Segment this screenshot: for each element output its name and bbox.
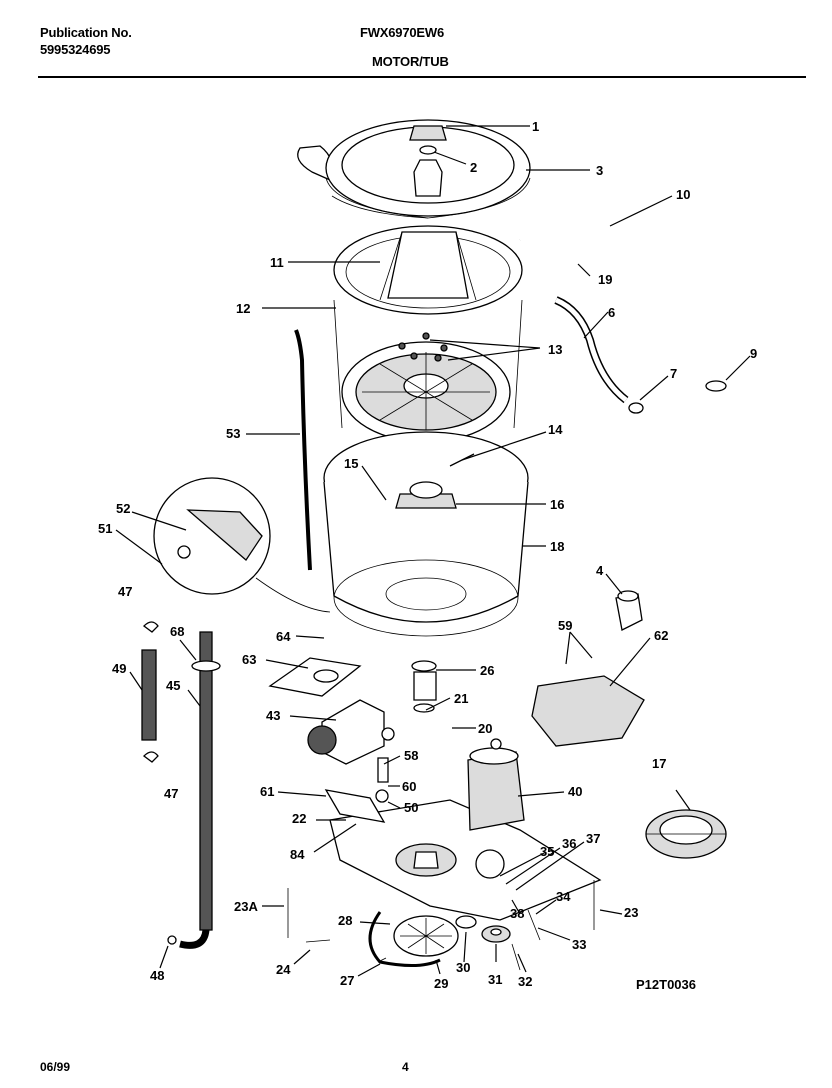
callout-label: 43	[266, 708, 280, 723]
callout-label: 24	[276, 962, 291, 977]
callout-label: 23	[624, 905, 638, 920]
callout-label: 31	[488, 972, 502, 987]
publication-label: Publication No.	[40, 25, 132, 40]
callout-label: 68	[170, 624, 184, 639]
callout-label: 28	[338, 913, 352, 928]
callout-label: 16	[550, 497, 564, 512]
motor-base-part	[329, 799, 602, 921]
callout-label: 45	[166, 678, 180, 693]
section-title: MOTOR/TUB	[372, 54, 449, 69]
callout-label: 59	[558, 618, 572, 633]
callout-label: 20	[478, 721, 492, 736]
callout-label: 60	[402, 779, 416, 794]
callout-label: 47	[164, 786, 178, 801]
callout-label: 48	[150, 968, 164, 983]
drawing-id: P12T0036	[636, 977, 696, 992]
detail-inset	[153, 477, 331, 613]
callout-label: 11	[270, 255, 284, 270]
publication-number: 5995324695	[40, 42, 111, 57]
callout-label: 34	[556, 889, 571, 904]
motor-part	[467, 738, 525, 831]
snubber-part	[645, 809, 727, 859]
fill-hose-part	[554, 296, 644, 414]
callout-label: 18	[550, 539, 564, 554]
callout-label: 61	[260, 784, 274, 799]
callout-label: 10	[676, 187, 690, 202]
callout-label: 22	[292, 811, 306, 826]
springs-parts	[287, 880, 595, 943]
basket-part	[333, 225, 523, 429]
water-valve-part	[307, 699, 395, 765]
callout-label: 6	[608, 305, 615, 320]
callout-label: 15	[344, 456, 358, 471]
callout-label: 51	[98, 521, 112, 536]
callout-label: 37	[586, 831, 600, 846]
callout-labels: 1 2 3 10 19 11 12 6 13 7 9 53 14 15 16 1…	[98, 119, 757, 991]
callout-label: 35	[540, 844, 554, 859]
callout-label: 30	[456, 960, 470, 975]
callout-label: 49	[112, 661, 126, 676]
model-number: FWX6970EW6	[360, 25, 444, 40]
bracket-parts	[268, 657, 389, 823]
callout-label: 32	[518, 974, 532, 989]
switch-bracket-part	[531, 590, 645, 747]
callout-label: 84	[290, 847, 305, 862]
footer-date: 06/99	[40, 1060, 71, 1074]
callout-label: 50	[404, 800, 418, 815]
drain-hose-part	[519, 215, 727, 392]
callout-label: 53	[226, 426, 240, 441]
callout-label: 1	[532, 119, 539, 134]
callout-label: 26	[480, 663, 494, 678]
footer-page-number: 4	[402, 1060, 409, 1074]
callout-label: 38	[510, 906, 524, 921]
callout-label: 17	[652, 756, 666, 771]
header-rule	[38, 76, 806, 78]
callout-label: 58	[404, 748, 418, 763]
callout-label: 33	[572, 937, 586, 952]
callout-label: 7	[670, 366, 677, 381]
callout-label: 52	[116, 501, 130, 516]
leveling-leg-parts	[141, 621, 221, 949]
callout-label: 3	[596, 163, 603, 178]
pressure-tube-part	[294, 329, 312, 571]
pump-part	[411, 660, 437, 713]
callout-label: 19	[598, 272, 612, 287]
agitator-cap-part	[409, 125, 447, 197]
callout-label: 2	[470, 160, 477, 175]
callout-label: 36	[562, 836, 576, 851]
callout-label: 14	[548, 422, 563, 437]
callout-label: 40	[568, 784, 582, 799]
callout-label: 27	[340, 973, 354, 988]
callout-label: 23A	[234, 899, 258, 914]
callout-label: 29	[434, 976, 448, 991]
callout-label: 12	[236, 301, 250, 316]
callout-label: 21	[454, 691, 468, 706]
callout-label: 63	[242, 652, 256, 667]
callout-label: 64	[276, 629, 291, 644]
callout-label: 13	[548, 342, 562, 357]
callout-label: 47	[118, 584, 132, 599]
callout-label: 62	[654, 628, 668, 643]
callout-label: 4	[596, 563, 604, 578]
pulley-belt-parts	[368, 911, 521, 971]
impeller-part	[341, 332, 511, 443]
callout-label: 9	[750, 346, 757, 361]
leader-lines	[115, 125, 751, 977]
